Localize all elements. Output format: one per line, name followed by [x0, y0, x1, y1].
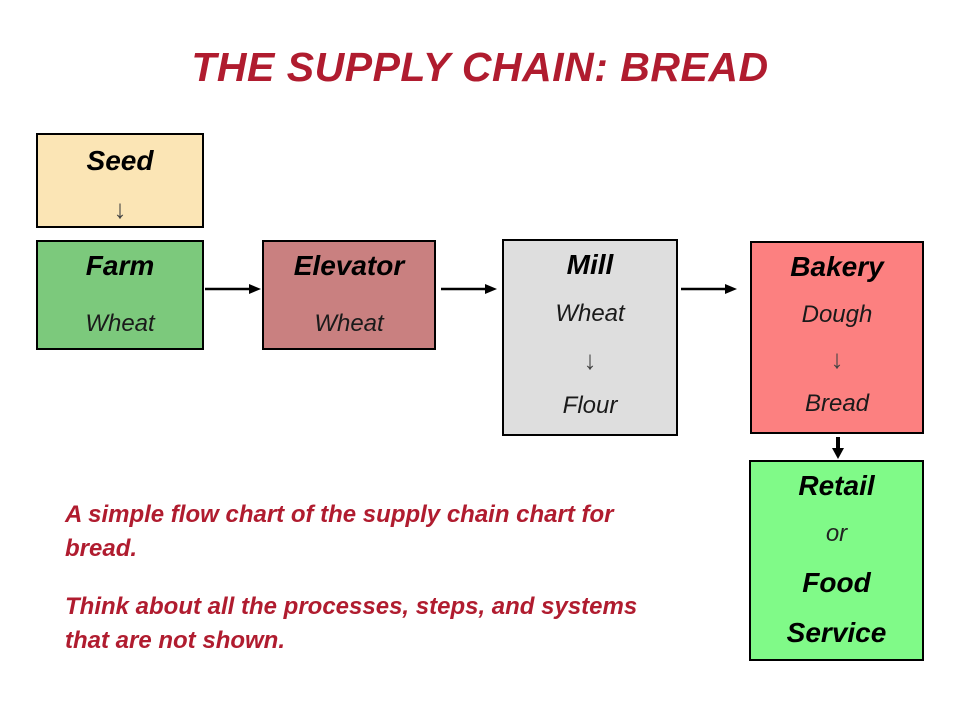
node-seed-label: Seed [86, 145, 154, 176]
arrow-bakery-to-retail-icon [832, 437, 844, 459]
node-retail-service: Service [786, 616, 887, 648]
seed-to-farm-arrow-icon: ↓ [113, 194, 127, 224]
node-mill-output: Flour [562, 392, 618, 419]
node-seed: Seed ↓ [36, 133, 204, 228]
arrow-elevator-to-mill-icon [441, 284, 497, 294]
node-farm-label: Farm [85, 250, 155, 281]
node-farm: Farm Wheat [36, 240, 204, 350]
mill-transform-arrow-icon: ↓ [583, 345, 597, 375]
node-retail-or: or [825, 520, 848, 548]
node-retail: Retail or Food Service [749, 460, 924, 661]
node-bakery: Bakery Dough ↓ Bread [750, 241, 924, 434]
node-elevator-product: Wheat [314, 310, 384, 337]
node-elevator: Elevator Wheat [262, 240, 436, 350]
page-title: THE SUPPLY CHAIN: BREAD [191, 44, 769, 90]
node-bakery-input: Dough [801, 300, 873, 328]
caption-paragraph-1: A simple flow chart of the supply chain … [65, 501, 614, 562]
node-mill-label: Mill [566, 249, 614, 280]
node-farm-product: Wheat [85, 310, 155, 337]
caption-notes: A simple flow chart of the supply chain … [65, 498, 665, 658]
bakery-transform-arrow-icon: ↓ [830, 344, 844, 375]
node-elevator-label: Elevator [293, 250, 405, 281]
node-mill: Mill Wheat ↓ Flour [502, 239, 678, 436]
node-bakery-output: Bread [804, 389, 870, 417]
node-mill-input: Wheat [555, 300, 625, 327]
arrow-farm-to-elevator-icon [205, 284, 261, 294]
node-retail-food: Food [802, 566, 871, 598]
caption-paragraph-2: Think about all the processes, steps, an… [65, 593, 638, 654]
node-retail-label: Retail [798, 470, 875, 501]
arrow-mill-to-bakery-icon [681, 284, 737, 294]
node-bakery-label: Bakery [790, 251, 884, 282]
